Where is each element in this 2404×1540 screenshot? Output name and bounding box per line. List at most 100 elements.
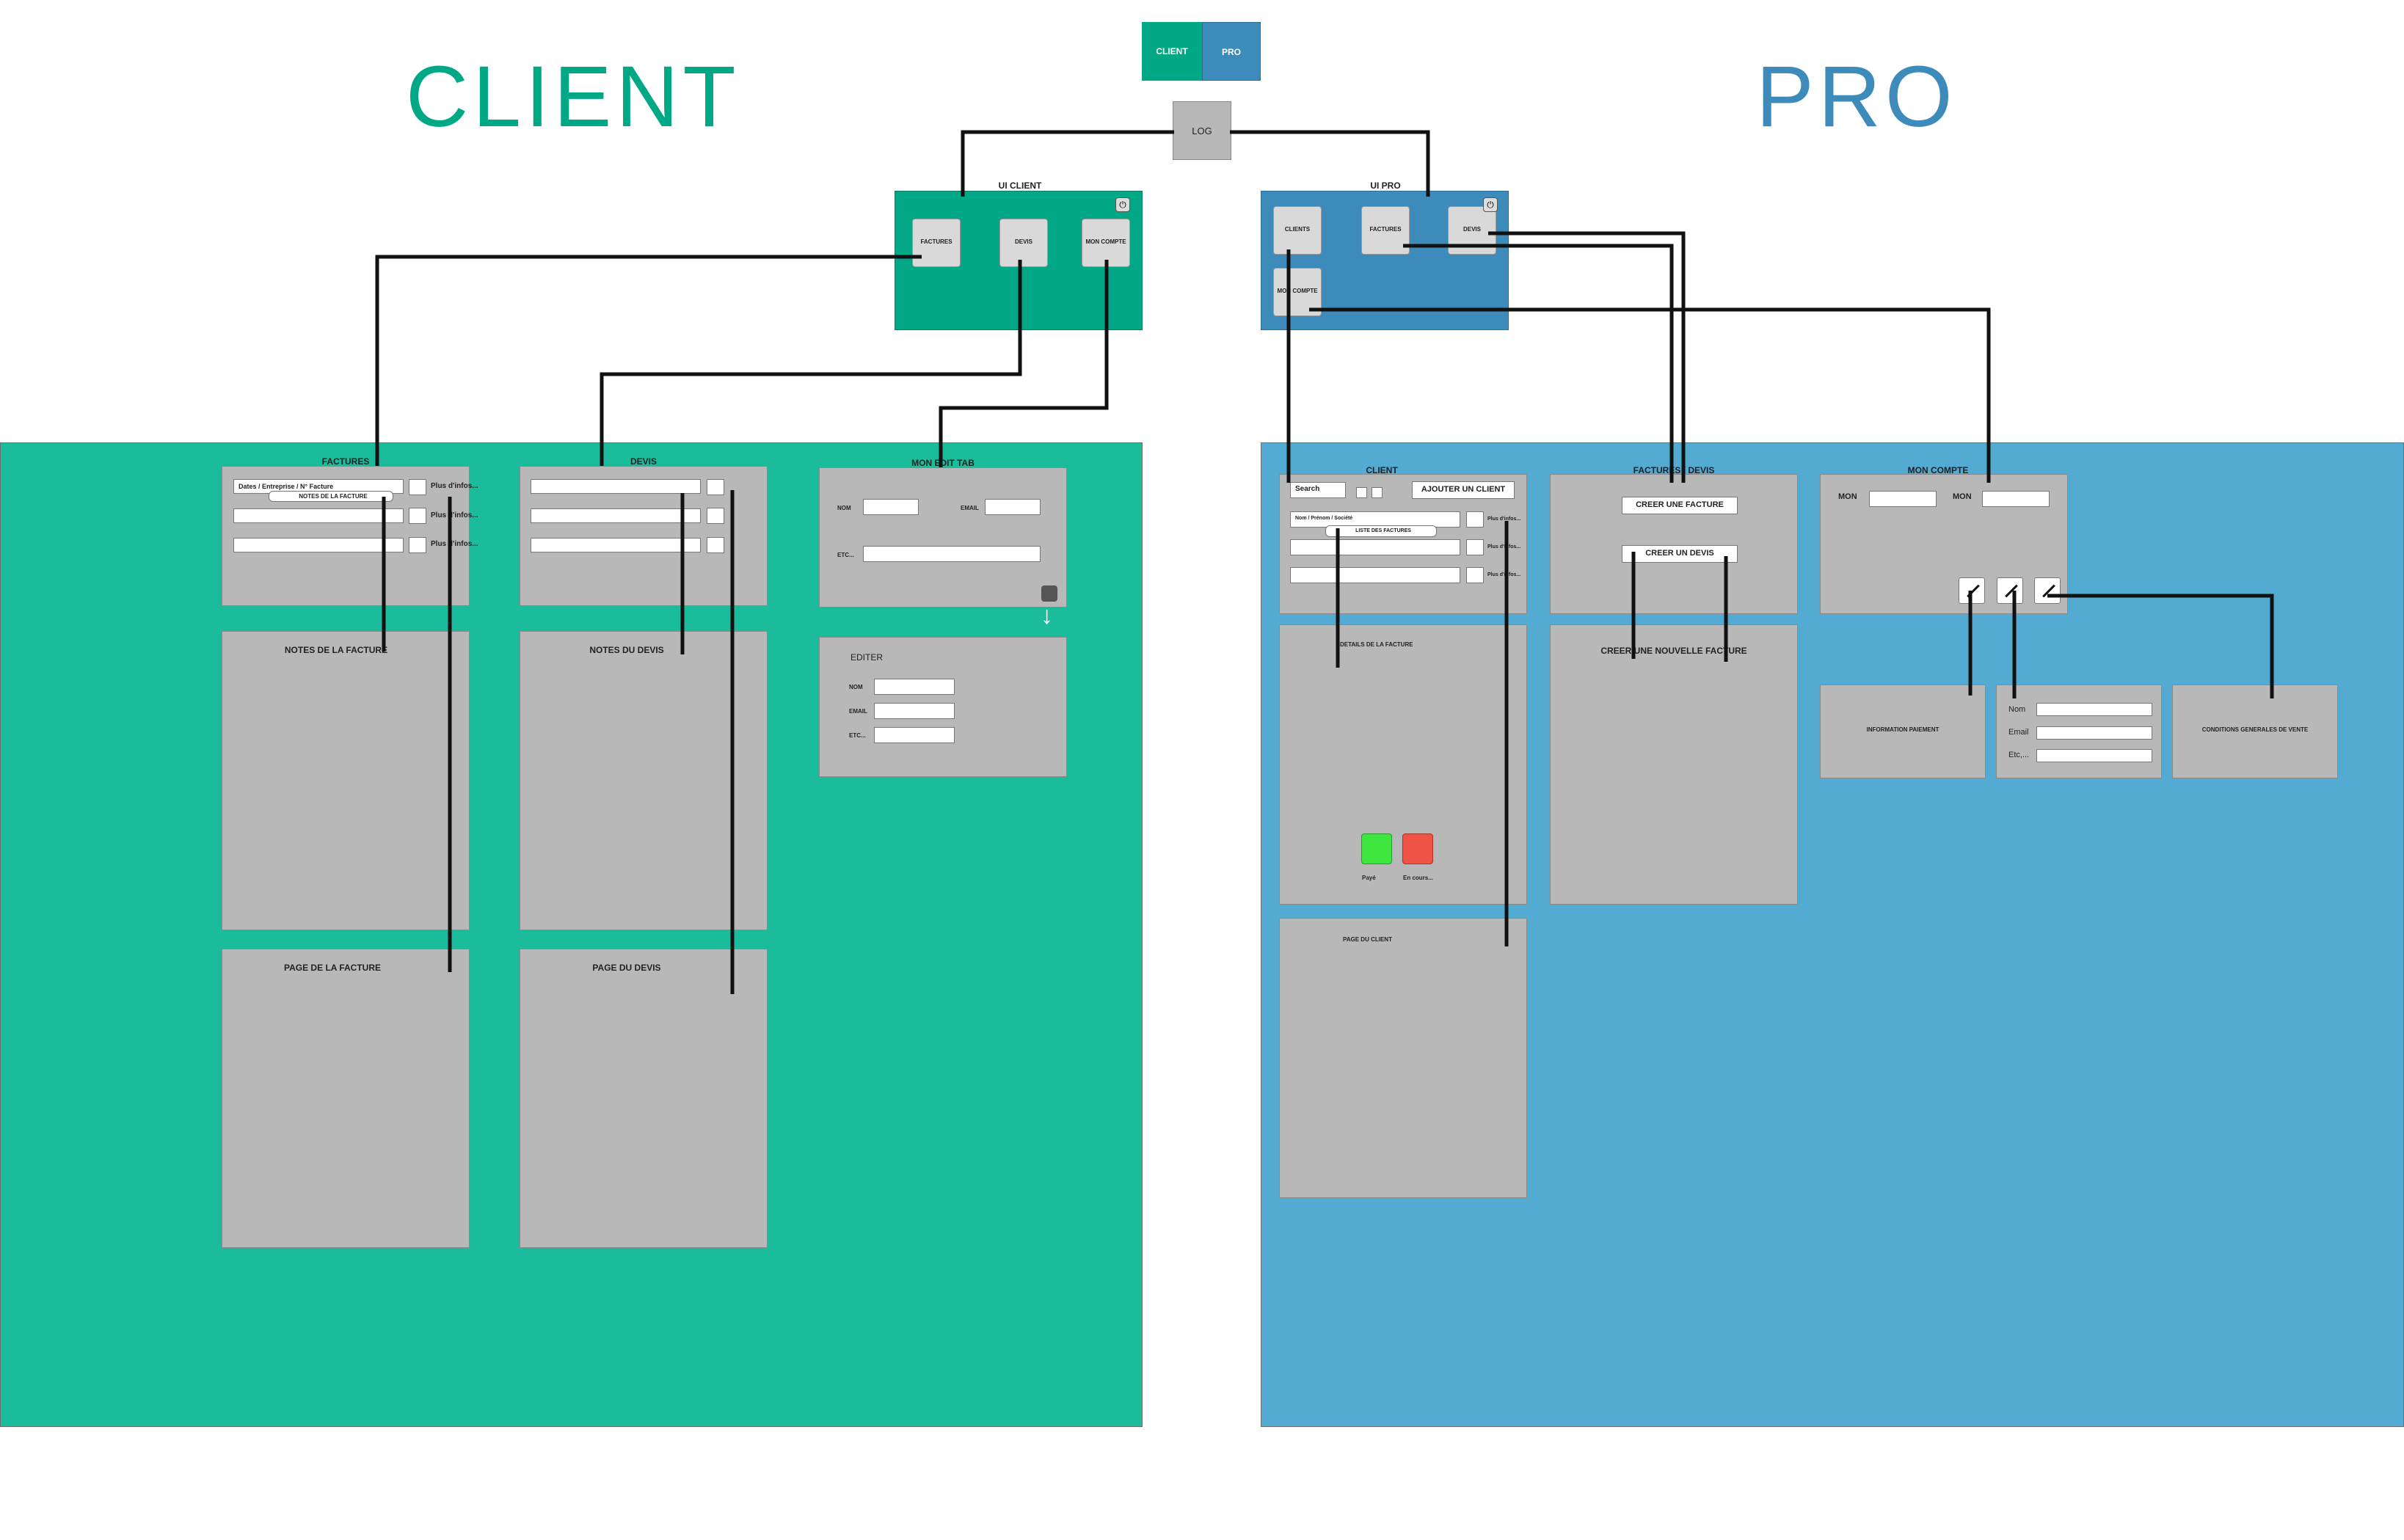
info-paiement-screen: INFORMATION PAIEMENT: [1820, 685, 1986, 778]
pro-client-checkbox-1[interactable]: [1466, 511, 1484, 528]
factures-checkbox-1[interactable]: [409, 479, 426, 495]
creer-nouvelle-facture-title: CREER UNE NOUVELLE FACTURE: [1600, 646, 1747, 656]
notes-facture-title: NOTES DE LA FACTURE: [284, 645, 388, 655]
devis-tile[interactable]: DEVIS: [999, 219, 1048, 267]
page-facture-screen: PAGE DE LA FACTURE: [222, 949, 470, 1248]
edit-toggle-button[interactable]: [1041, 585, 1057, 602]
page-devis-screen: PAGE DU DEVIS: [520, 949, 768, 1248]
edit-paiement-icon[interactable]: [1959, 577, 1985, 604]
factures-tile[interactable]: FACTURES: [912, 219, 961, 267]
clients-tile[interactable]: CLIENTS: [1273, 206, 1322, 255]
mon-edit-tab-screen: NOM EMAIL ETC...: [819, 467, 1067, 607]
factures-checkbox-3[interactable]: [409, 537, 426, 553]
creer-facture-button[interactable]: CREER UNE FACTURE: [1622, 497, 1738, 514]
identity-nom-label: Nom: [2008, 705, 2026, 714]
mon-field-2[interactable]: [1982, 491, 2050, 507]
log-box[interactable]: LOG: [1173, 101, 1231, 160]
factures-tooltip: NOTES DE LA FACTURE: [269, 491, 393, 502]
arrow-down-icon: ↓: [1041, 602, 1053, 629]
devis-row-2[interactable]: [531, 508, 701, 523]
edit-tab-nom-field[interactable]: [863, 499, 919, 515]
pro-mon-compte-screen: MON MON: [1820, 474, 2068, 614]
factures-more-1[interactable]: Plus d'infos...: [431, 482, 478, 490]
ui-pro-panel: CLIENTS FACTURES DEVIS MON COMPTE ⏻: [1261, 191, 1509, 330]
details-facture-screen: DETAILS DE LA FACTURE Payé En cours...: [1279, 624, 1527, 905]
pro-client-row-3[interactable]: [1290, 567, 1460, 583]
paye-status-button[interactable]: [1361, 833, 1392, 864]
client-toggle[interactable]: CLIENT: [1142, 22, 1202, 81]
pro-client-row-2[interactable]: [1290, 539, 1460, 555]
page-devis-title: PAGE DU DEVIS: [592, 963, 661, 973]
details-facture-title: DETAILS DE LA FACTURE: [1340, 641, 1413, 648]
identity-screen: Nom Email Etc,...: [1996, 685, 2162, 778]
power-icon[interactable]: ⏻: [1115, 197, 1130, 212]
ui-client-title: UI CLIENT: [998, 180, 1042, 191]
edit-tab-nom-label: NOM: [837, 505, 851, 511]
identity-email-field[interactable]: [2036, 726, 2152, 740]
editer-nom-label: NOM: [849, 684, 863, 690]
mon-label-1: MON: [1838, 492, 1857, 501]
pro-power-icon[interactable]: ⏻: [1483, 197, 1498, 212]
search-input[interactable]: Search: [1290, 482, 1346, 498]
pro-client-tooltip: LISTE DES FACTURES: [1325, 525, 1437, 537]
wire-factures: [375, 255, 922, 466]
client-heading: CLIENT: [406, 48, 740, 145]
factures-screen: Dates / Entreprise / N° Facture NOTES DE…: [222, 466, 478, 606]
devis-row-3[interactable]: [531, 538, 701, 552]
mon-field-1[interactable]: [1869, 491, 1937, 507]
pro-client-more-1[interactable]: Plus d'infos...: [1487, 517, 1521, 522]
search-option-1[interactable]: [1356, 487, 1367, 498]
cgv-screen: CONDITIONS GENERALES DE VENTE: [2172, 685, 2338, 778]
page-client-screen: PAGE DU CLIENT: [1279, 918, 1527, 1198]
creer-nouvelle-facture-screen: CREER UNE NOUVELLE FACTURE: [1550, 624, 1798, 905]
pro-mon-compte-tile[interactable]: MON COMPTE: [1273, 268, 1322, 316]
devis-checkbox-1[interactable]: [707, 479, 724, 495]
notes-devis-screen: NOTES DU DEVIS: [520, 631, 768, 930]
ui-pro-title: UI PRO: [1370, 180, 1401, 191]
identity-etc-field[interactable]: [2036, 749, 2152, 762]
pro-client-screen: Search AJOUTER UN CLIENT Nom / Prénom / …: [1279, 474, 1527, 614]
ui-client-panel: FACTURES DEVIS MON COMPTE ⏻: [895, 191, 1143, 330]
pro-factures-tile[interactable]: FACTURES: [1361, 206, 1410, 255]
factures-row-3[interactable]: [233, 538, 404, 552]
editer-etc-label: ETC...: [849, 732, 866, 739]
en-cours-status-button[interactable]: [1402, 833, 1433, 864]
factures-more-2[interactable]: Plus d'infos...: [431, 511, 478, 519]
page-facture-title: PAGE DE LA FACTURE: [283, 963, 381, 973]
pro-client-more-2[interactable]: Plus d'infos...: [1487, 544, 1521, 550]
search-option-2[interactable]: [1372, 487, 1383, 498]
devis-screen-title: DEVIS: [630, 456, 657, 467]
edit-tab-etc-field[interactable]: [863, 546, 1041, 562]
info-paiement-title: INFORMATION PAIEMENT: [1866, 726, 1939, 733]
edit-tab-etc-label: ETC...: [837, 552, 854, 558]
creer-devis-button[interactable]: CREER UN DEVIS: [1622, 545, 1738, 563]
identity-nom-field[interactable]: [2036, 703, 2152, 716]
factures-more-3[interactable]: Plus d'infos...: [431, 540, 478, 548]
pro-client-checkbox-2[interactable]: [1466, 539, 1484, 555]
pro-devis-tile[interactable]: DEVIS: [1448, 206, 1496, 255]
pro-toggle[interactable]: PRO: [1202, 22, 1261, 81]
edit-tab-email-field[interactable]: [985, 499, 1041, 515]
edit-cgv-icon[interactable]: [2034, 577, 2061, 604]
editer-etc-field[interactable]: [874, 727, 955, 743]
editer-email-label: EMAIL: [849, 708, 867, 715]
ajouter-client-button[interactable]: AJOUTER UN CLIENT: [1412, 481, 1515, 499]
identity-etc-label: Etc,...: [2008, 751, 2030, 759]
pro-client-more-3[interactable]: Plus d'infos...: [1487, 572, 1521, 577]
pro-heading: PRO: [1756, 48, 1957, 145]
devis-checkbox-2[interactable]: [707, 508, 724, 524]
edit-identity-icon[interactable]: [1997, 577, 2023, 604]
en-cours-label: En cours...: [1403, 875, 1433, 881]
factures-checkbox-2[interactable]: [409, 508, 426, 524]
identity-email-label: Email: [2008, 728, 2029, 737]
editer-nom-field[interactable]: [874, 679, 955, 695]
pro-client-checkbox-3[interactable]: [1466, 567, 1484, 583]
factures-screen-title: FACTURES: [321, 456, 370, 467]
mon-label-2: MON: [1953, 492, 1972, 501]
factures-row-2[interactable]: [233, 508, 404, 523]
editer-title: EDITER: [850, 652, 884, 663]
mon-compte-tile[interactable]: MON COMPTE: [1082, 219, 1130, 267]
devis-row-1[interactable]: [531, 479, 701, 494]
editer-email-field[interactable]: [874, 703, 955, 719]
devis-checkbox-3[interactable]: [707, 537, 724, 553]
